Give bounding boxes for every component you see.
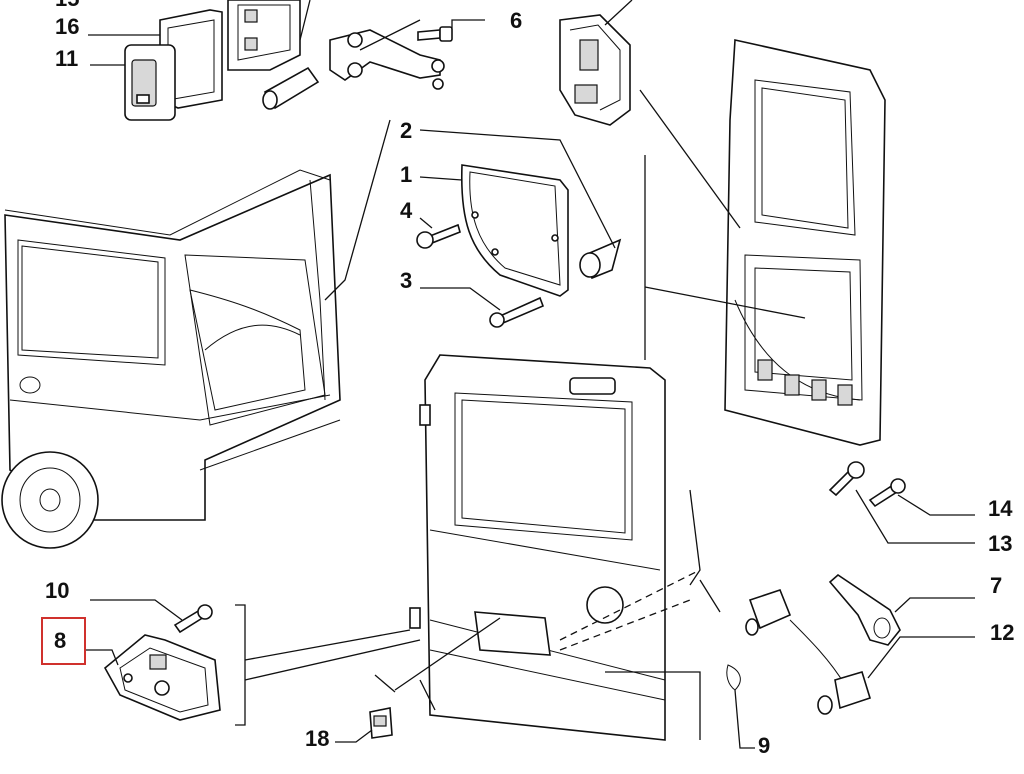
- screw-10: [173, 604, 213, 634]
- highlight-box-8: [41, 617, 86, 665]
- callout-11[interactable]: 11: [55, 46, 78, 71]
- screw-3: [489, 296, 545, 328]
- callout-10[interactable]: 10: [45, 578, 69, 603]
- van-body: [1, 169, 341, 549]
- clip-18: [369, 707, 393, 739]
- rod-12: [745, 589, 871, 715]
- hinge-pin: [262, 66, 320, 110]
- callouts: 15 16 11 6 2 1 4 3 10 8 18 9 12 7 13 14: [45, 0, 1014, 758]
- callout-7[interactable]: 7: [990, 573, 1002, 598]
- callout-14[interactable]: 14: [988, 496, 1013, 521]
- callout-13[interactable]: 13: [988, 531, 1012, 556]
- screw-13: [828, 461, 865, 497]
- callout-12[interactable]: 12: [990, 620, 1014, 645]
- hinge-bracket-15: [227, 0, 301, 71]
- door-outer-panel: [409, 354, 666, 741]
- door-inner-panel: [724, 39, 886, 446]
- callout-8[interactable]: 8: [54, 628, 66, 653]
- clip-9: [726, 664, 741, 691]
- callout-6[interactable]: 6: [510, 8, 522, 33]
- switch-11: [124, 44, 176, 121]
- access-cover-1: [460, 164, 569, 297]
- callout-9[interactable]: 9: [758, 733, 770, 758]
- lock-assembly-8: [103, 634, 221, 721]
- door-hinge: [559, 14, 631, 126]
- callout-15[interactable]: 15: [55, 0, 79, 11]
- door-check-strap: [329, 29, 445, 90]
- callout-2[interactable]: 2: [400, 118, 412, 143]
- screw-6: [417, 26, 453, 42]
- callout-4[interactable]: 4: [400, 198, 413, 223]
- leader-lines: [86, 0, 975, 749]
- callout-18[interactable]: 18: [305, 726, 329, 751]
- callout-16[interactable]: 16: [55, 14, 79, 39]
- callout-1[interactable]: 1: [400, 162, 412, 187]
- screw-4: [416, 223, 461, 249]
- callout-3[interactable]: 3: [400, 268, 412, 293]
- screw-14: [868, 478, 906, 508]
- handle-7: [828, 573, 901, 646]
- plug-2: [579, 238, 622, 280]
